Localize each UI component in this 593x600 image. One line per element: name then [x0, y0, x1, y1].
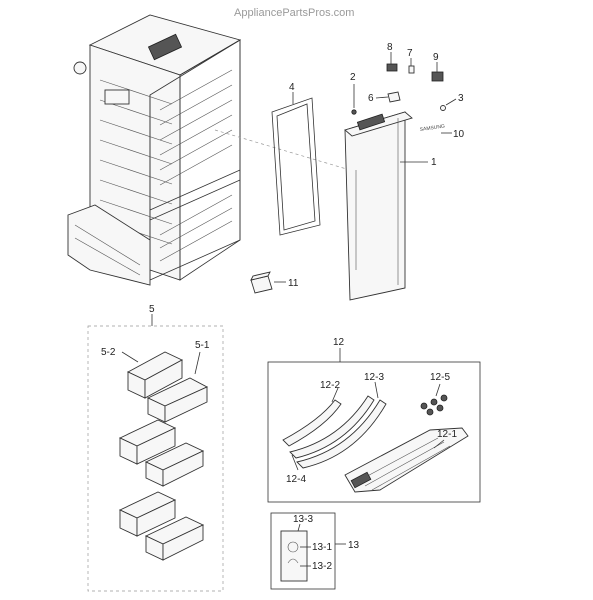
part-7	[408, 65, 415, 74]
callout-7: 7	[407, 48, 413, 59]
callout-5-1: 5-1	[195, 340, 210, 351]
part-11	[250, 271, 273, 294]
water-tank-12-1	[344, 427, 469, 493]
door-bin-middle-left	[118, 419, 177, 465]
part-3	[440, 105, 446, 111]
callout-5: 5	[149, 304, 155, 315]
clip-13-1	[287, 541, 299, 553]
callout-1: 1	[431, 157, 437, 168]
door-bin-middle-right	[144, 442, 205, 487]
refrigerator-door	[344, 111, 413, 301]
fittings-12-5	[420, 394, 448, 416]
callout-12-5: 12-5	[430, 372, 450, 383]
callout-13-2: 13-2	[312, 561, 332, 572]
group-12-box	[267, 361, 481, 503]
tube-12-2	[282, 395, 387, 469]
door-bin-lower-right	[144, 516, 205, 561]
alignment-line	[214, 129, 351, 171]
group-5-box	[87, 325, 224, 592]
callout-11: 11	[288, 278, 299, 289]
callout-13-1: 13-1	[312, 542, 332, 553]
callout-12-3: 12-3	[364, 372, 384, 383]
door-bin-5-1	[146, 377, 209, 423]
callout-2: 2	[350, 72, 356, 83]
brand-badge-part-10: SAMSUNG	[419, 124, 445, 133]
callout-12: 12	[333, 337, 345, 348]
callout-12-1: 12-1	[437, 429, 457, 440]
door-gasket	[271, 97, 321, 236]
callout-4: 4	[289, 82, 295, 93]
watermark-text: AppliancePartsPros.com	[234, 7, 354, 19]
screw-part-2	[351, 109, 357, 115]
callout-9: 9	[433, 52, 439, 63]
door-bin-lower-left	[118, 491, 177, 537]
callout-5-2: 5-2	[101, 347, 116, 358]
refrigerator-cabinet	[67, 14, 242, 286]
callout-6: 6	[368, 93, 374, 104]
callout-10: 10	[453, 129, 465, 140]
callout-12-2: 12-2	[320, 380, 340, 391]
callout-13-3: 13-3	[293, 514, 313, 525]
clip-13-2	[287, 558, 299, 564]
part-9	[431, 71, 444, 82]
callout-13: 13	[348, 540, 360, 551]
hinge-part-6	[387, 91, 401, 103]
part-8	[386, 63, 398, 72]
callout-12-4: 12-4	[286, 474, 306, 485]
callout-3: 3	[458, 93, 464, 104]
kit-card-13-3	[280, 530, 308, 582]
group-13-box	[270, 512, 336, 590]
door-bin-5-2	[127, 351, 183, 399]
callout-8: 8	[387, 42, 393, 53]
